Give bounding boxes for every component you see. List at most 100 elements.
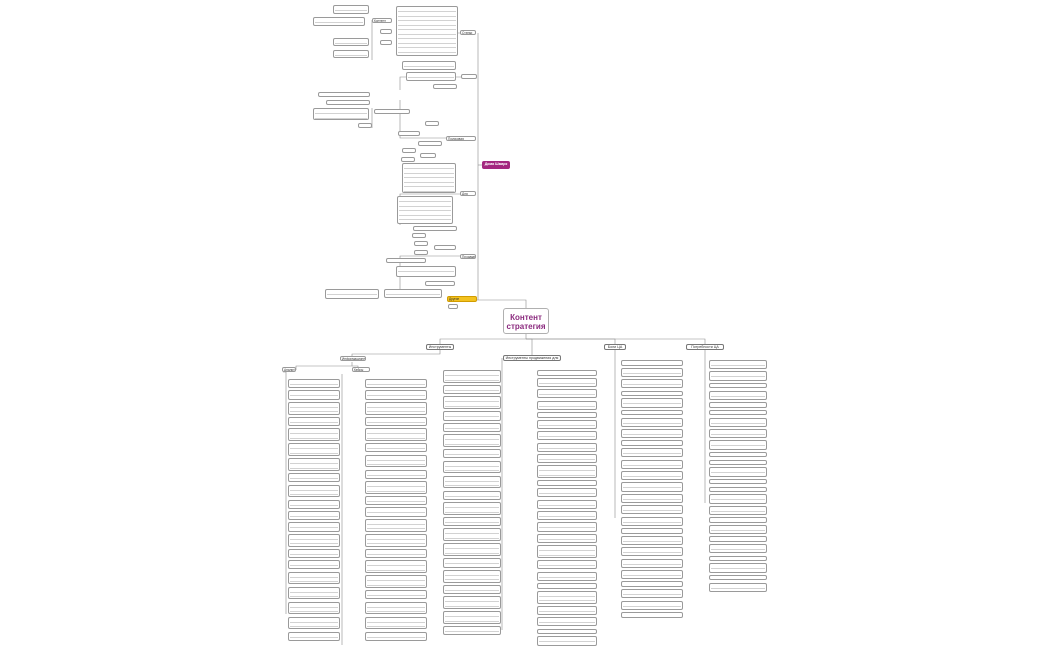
list-item[interactable]: [709, 451, 767, 458]
list-item[interactable]: [537, 545, 597, 558]
list-item[interactable]: [709, 494, 767, 504]
hub-node[interactable]: Дима Шмарк: [482, 161, 510, 169]
list-item[interactable]: [288, 499, 340, 509]
list-item[interactable]: [288, 560, 340, 570]
list-item[interactable]: [288, 548, 340, 558]
list-item[interactable]: [443, 558, 501, 568]
left-note-3[interactable]: [313, 108, 369, 120]
list-item[interactable]: [621, 448, 683, 458]
list-item[interactable]: [621, 493, 683, 503]
list-item[interactable]: [709, 517, 767, 523]
list-item[interactable]: [537, 480, 597, 486]
list-item[interactable]: [443, 490, 501, 500]
list-item[interactable]: [709, 459, 767, 466]
list-item[interactable]: [365, 601, 427, 615]
list-item[interactable]: [365, 428, 427, 441]
list-item[interactable]: [288, 473, 340, 483]
left-note-1[interactable]: [318, 92, 370, 97]
list-item[interactable]: [709, 402, 767, 408]
upper-label-content[interactable]: Контент: [372, 18, 392, 23]
branch-instruments[interactable]: Инструменты: [426, 344, 454, 350]
list-item[interactable]: [621, 440, 683, 446]
list-item[interactable]: [621, 429, 683, 439]
list-item[interactable]: [621, 482, 683, 492]
mid-label-13[interactable]: [425, 281, 455, 286]
list-item[interactable]: [537, 377, 597, 387]
list-item[interactable]: [621, 398, 683, 408]
mid-label-3[interactable]: [418, 141, 442, 146]
list-item[interactable]: [709, 360, 767, 370]
list-item[interactable]: [537, 412, 597, 418]
mid-label-9[interactable]: [414, 241, 428, 246]
list-item[interactable]: [621, 535, 683, 545]
text-block-6[interactable]: [396, 266, 456, 277]
list-item[interactable]: [443, 460, 501, 474]
mid-label-8[interactable]: [412, 233, 426, 238]
list-item[interactable]: [621, 516, 683, 526]
list-item[interactable]: [537, 431, 597, 441]
list-item[interactable]: [709, 390, 767, 400]
list-item[interactable]: [365, 496, 427, 506]
text-block-8[interactable]: [325, 289, 379, 299]
list-item[interactable]: [443, 584, 501, 594]
list-item[interactable]: [288, 571, 340, 585]
mid-label-7[interactable]: [413, 226, 457, 231]
list-item[interactable]: [709, 382, 767, 389]
list-item[interactable]: [621, 600, 683, 610]
list-item[interactable]: [621, 471, 683, 481]
list-item[interactable]: [537, 605, 597, 615]
note-top-4[interactable]: [333, 50, 369, 58]
text-block-2[interactable]: [402, 61, 456, 70]
list-item[interactable]: [365, 533, 427, 547]
mid-label-2[interactable]: [398, 131, 420, 136]
sublabel-informational[interactable]: Информационные: [340, 356, 366, 361]
list-item[interactable]: [709, 429, 767, 439]
list-item[interactable]: [443, 611, 501, 624]
list-item[interactable]: [443, 434, 501, 447]
list-item[interactable]: [365, 379, 427, 389]
list-item[interactable]: [709, 467, 767, 477]
list-item[interactable]: [288, 443, 340, 456]
list-item[interactable]: [537, 583, 597, 589]
list-item[interactable]: [288, 586, 340, 600]
mid-label-5[interactable]: [420, 153, 436, 158]
list-item[interactable]: [621, 409, 683, 416]
left-label-b[interactable]: [358, 123, 372, 128]
upper-label-why[interactable]: Для чего?: [460, 191, 476, 196]
list-item[interactable]: [288, 401, 340, 415]
list-item[interactable]: [365, 518, 427, 532]
mid-label-4[interactable]: [402, 148, 416, 153]
list-item[interactable]: [365, 401, 427, 415]
list-item[interactable]: [443, 449, 501, 459]
list-item[interactable]: [365, 616, 427, 630]
list-item[interactable]: [621, 417, 683, 427]
text-block-7[interactable]: [384, 289, 442, 298]
list-item[interactable]: [537, 560, 597, 570]
list-item[interactable]: [621, 367, 683, 377]
branch-needs[interactable]: Потребности ЦА: [686, 344, 724, 350]
upper-label-small-1[interactable]: [380, 29, 392, 34]
list-item[interactable]: [621, 581, 683, 587]
list-item[interactable]: [537, 419, 597, 429]
list-item[interactable]: [443, 475, 501, 489]
branch-pains[interactable]: Боли ЦА: [604, 344, 626, 350]
list-item[interactable]: [709, 582, 767, 592]
list-item[interactable]: [621, 360, 683, 366]
list-item[interactable]: [288, 631, 340, 641]
list-item[interactable]: [621, 558, 683, 568]
list-item[interactable]: [537, 370, 597, 376]
sublabel-analytics[interactable]: Аналитика: [282, 367, 296, 372]
mid-label-12[interactable]: [386, 258, 426, 263]
list-item[interactable]: [709, 536, 767, 542]
list-item[interactable]: [288, 533, 340, 547]
list-item[interactable]: [288, 511, 340, 521]
yellow-node[interactable]: Другие материалы: [447, 296, 477, 302]
mid-label-10[interactable]: [434, 245, 456, 250]
list-item[interactable]: [537, 571, 597, 581]
upper-label-articles[interactable]: Статьи: [460, 30, 476, 35]
text-block-5[interactable]: [397, 196, 453, 224]
root-node[interactable]: Контент стратегия: [503, 308, 549, 334]
mid-label-11[interactable]: [414, 250, 428, 255]
note-top-3[interactable]: [333, 38, 369, 46]
upper-label-small-2[interactable]: [380, 40, 392, 45]
